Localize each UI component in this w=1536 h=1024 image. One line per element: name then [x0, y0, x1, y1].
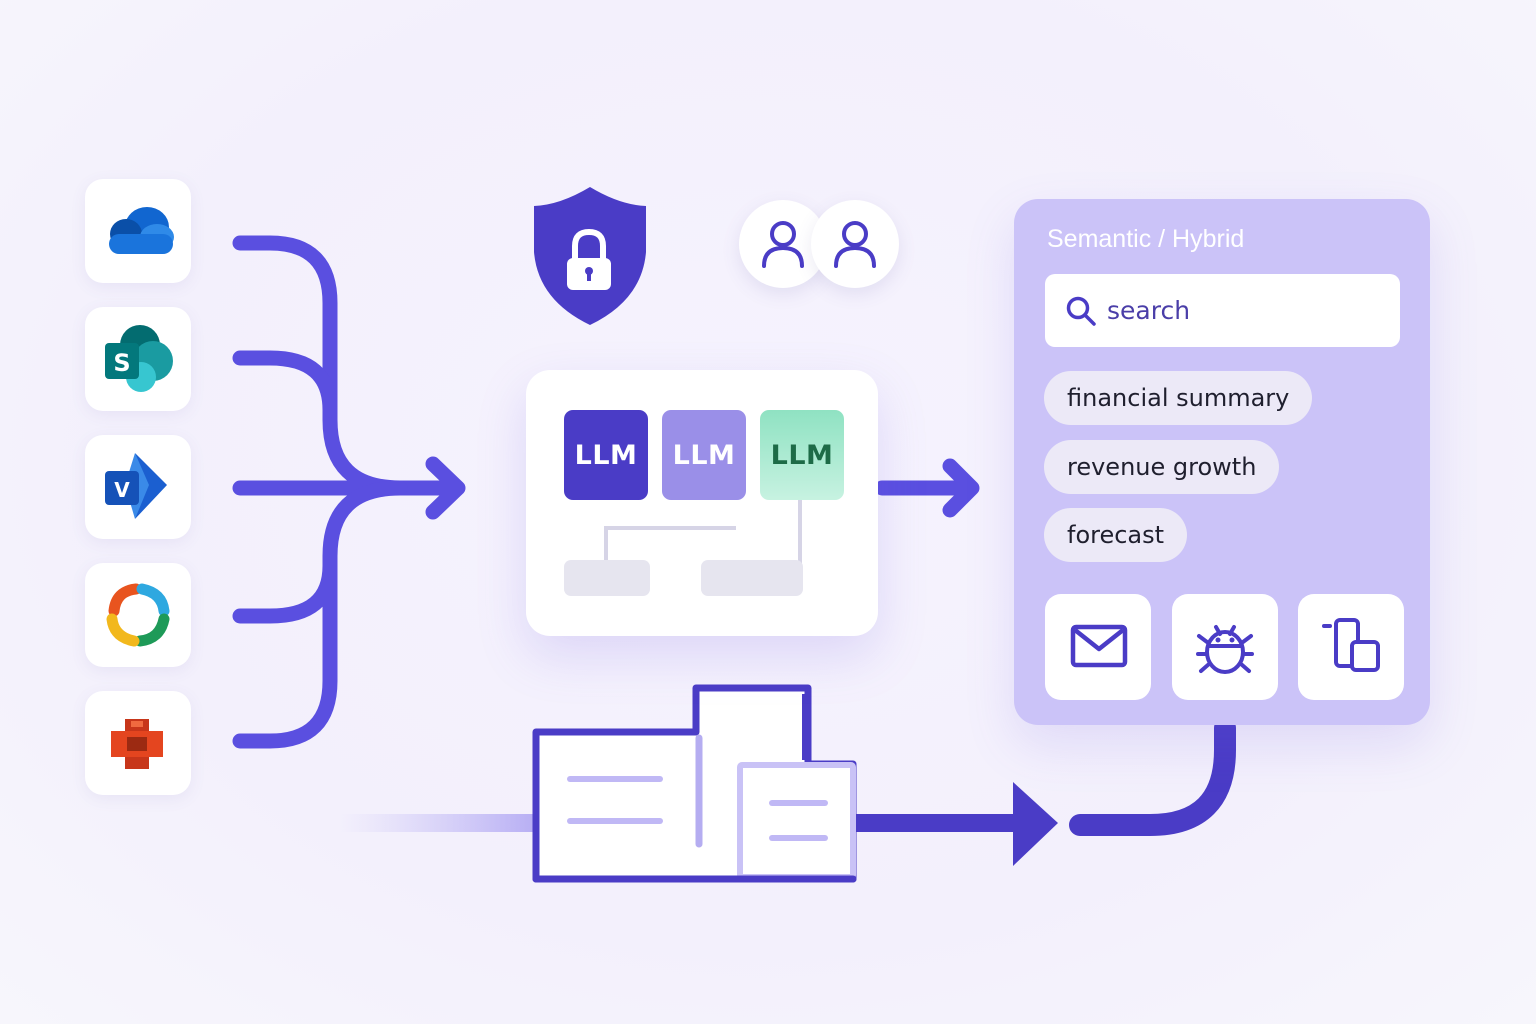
- chip-revenue-growth[interactable]: revenue growth: [1044, 440, 1280, 494]
- user-icon: [762, 221, 804, 268]
- user-icon: [834, 221, 876, 268]
- output-node-2: [701, 560, 803, 596]
- panel-return-line: [1069, 717, 1236, 836]
- photos-icon: [106, 583, 170, 647]
- source-onedrive[interactable]: [85, 179, 191, 283]
- search-panel: Semantic / Hybrid search financial summa…: [1014, 199, 1430, 725]
- source-photos[interactable]: [85, 563, 191, 667]
- storage-icon: [111, 719, 163, 769]
- source-sharepoint[interactable]: S: [85, 307, 191, 411]
- viva-icon: V: [105, 453, 167, 519]
- mail-icon: [1070, 624, 1128, 668]
- viva-letter: V: [114, 478, 130, 502]
- onedrive-icon: [109, 207, 174, 254]
- merge-line-5: [232, 480, 408, 749]
- main-arrow-head: [425, 456, 466, 520]
- user-avatar-2[interactable]: [811, 200, 899, 288]
- incoming-fade-line: [340, 814, 536, 832]
- llm-connectors: [604, 500, 802, 568]
- docs-arrow-head: [1013, 782, 1058, 866]
- chip-financial-summary[interactable]: financial summary: [1044, 371, 1313, 425]
- llm-block-2[interactable]: LLM: [662, 410, 746, 500]
- search-icon: [1066, 296, 1096, 326]
- chip-forecast[interactable]: forecast: [1044, 508, 1188, 562]
- panel-title: Semantic / Hybrid: [1047, 225, 1245, 253]
- output-node-1: [564, 560, 650, 596]
- merge-line-2: [232, 350, 338, 418]
- llm-to-panel-arrow-head: [942, 458, 980, 518]
- sharepoint-letter: S: [113, 349, 130, 377]
- docs-to-panel-line: [855, 814, 1017, 832]
- source-storage[interactable]: [85, 691, 191, 795]
- search-text: search: [1107, 296, 1191, 325]
- source-viva[interactable]: V: [85, 435, 191, 539]
- llm-orchestration-card: LLM LLM LLM: [526, 370, 878, 636]
- document-folder-icon: [532, 684, 857, 883]
- mail-tile[interactable]: [1045, 594, 1151, 700]
- search-input[interactable]: search: [1045, 274, 1400, 347]
- bug-tile[interactable]: [1172, 594, 1278, 700]
- bug-icon: [1196, 625, 1254, 674]
- llm-block-3[interactable]: LLM: [760, 410, 844, 500]
- devices-icon: [1322, 618, 1380, 672]
- devices-tile[interactable]: [1298, 594, 1404, 700]
- llm-block-1[interactable]: LLM: [564, 410, 648, 500]
- merge-line-4: [232, 558, 338, 624]
- shield-lock-icon: [534, 187, 646, 325]
- sharepoint-icon: S: [105, 325, 173, 392]
